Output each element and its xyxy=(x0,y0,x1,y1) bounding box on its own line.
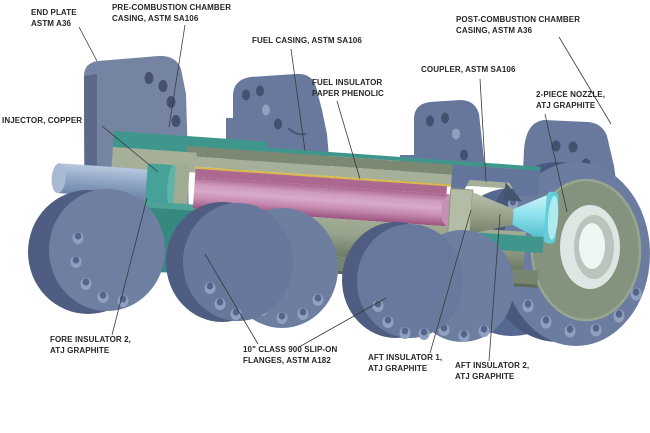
callout-text: 2-PIECE NOZZLE, xyxy=(536,90,606,99)
callout-text: AFT INSULATOR 1, xyxy=(368,353,443,362)
callout-text: FLANGES, ASTM A182 xyxy=(243,355,331,365)
leader-injector xyxy=(101,125,159,173)
liner-yellow-3d xyxy=(195,166,452,187)
callout-slip-on-flanges: 10" CLASS 900 SLIP-ON FLANGES, ASTM A182 xyxy=(243,345,337,366)
callout-text: 10" CLASS 900 SLIP-ON xyxy=(243,345,338,354)
callout-text: POST-COMBUSTION CHAMBER xyxy=(456,15,581,24)
callout-text: ATJ GRAPHITE xyxy=(368,363,428,373)
flange-disc xyxy=(183,203,293,321)
callout-fore-insulator-2: FORE INSULATOR 2, ATJ GRAPHITE xyxy=(50,335,131,356)
leader-fore-insulator xyxy=(111,197,148,336)
callout-text: AFT INSULATOR 2, xyxy=(455,361,530,370)
callout-coupler: COUPLER, ASTM SA106 xyxy=(421,65,516,76)
bolt-holes xyxy=(372,300,430,340)
callout-text: PRE-COMBUSTION CHAMBER xyxy=(112,3,232,12)
aft-insulator-1-3d xyxy=(447,188,474,235)
leader-flanges-left xyxy=(204,253,259,345)
callout-text: ASTM A36 xyxy=(31,18,72,28)
callout-end-plate: END PLATE ASTM A36 xyxy=(31,8,77,29)
fore-cut-face xyxy=(111,146,197,173)
flange-disc xyxy=(357,224,463,338)
fuel-insulator-3d xyxy=(192,176,451,227)
leader-aft-insulator-2 xyxy=(488,213,501,362)
fore-insulator-3d xyxy=(144,163,174,208)
aft-insulator-2-3d xyxy=(469,192,514,234)
leader-end-plate xyxy=(78,26,98,62)
leader-coupler xyxy=(479,78,487,183)
casing-cut-face xyxy=(185,156,540,191)
callout-text: FUEL INSULATOR xyxy=(312,78,383,87)
callout-text: ATJ GRAPHITE xyxy=(536,100,596,110)
fuel-insulator-cut-face xyxy=(195,168,448,195)
leader-pre-combustion xyxy=(168,24,186,128)
leader-aft-insulator-1 xyxy=(429,209,472,354)
callout-two-piece-nozzle: 2-PIECE NOZZLE, ATJ GRAPHITE xyxy=(536,90,605,111)
casing-teal-edge xyxy=(187,142,541,171)
coupler-cut-3d xyxy=(450,164,541,197)
leader-post-combustion xyxy=(558,36,612,125)
callout-text: INJECTOR, COPPER xyxy=(2,116,83,125)
callout-text: ATJ GRAPHITE xyxy=(455,371,515,381)
leader-nozzle xyxy=(544,113,568,213)
callout-aft-insulator-1: AFT INSULATOR 1, ATJ GRAPHITE xyxy=(368,353,442,374)
callout-pre-combustion-chamber-casing: PRE-COMBUSTION CHAMBER CASING, ASTM SA10… xyxy=(112,3,231,24)
callout-text: FUEL CASING, ASTM SA106 xyxy=(252,36,362,45)
callout-aft-insulator-2: AFT INSULATOR 2, ATJ GRAPHITE xyxy=(455,361,529,382)
callout-text: FORE INSULATOR 2, xyxy=(50,335,131,344)
callout-text: PAPER PHENOLIC xyxy=(312,88,384,98)
callout-text: CASING, ASTM SA106 xyxy=(112,13,199,23)
flange-disc xyxy=(49,189,165,311)
leader-fuel-insulator xyxy=(336,100,361,180)
callout-post-combustion-chamber-casing: POST-COMBUSTION CHAMBER CASING, ASTM A36 xyxy=(456,15,580,36)
injector-3d xyxy=(51,163,150,200)
callout-text: END PLATE xyxy=(31,8,77,17)
leader-lines xyxy=(78,24,612,362)
callout-text: COUPLER, ASTM SA106 xyxy=(421,65,516,74)
callout-fuel-insulator: FUEL INSULATOR PAPER PHENOLIC xyxy=(312,78,384,99)
leader-flanges-right xyxy=(298,297,387,348)
callout-injector: INJECTOR, COPPER xyxy=(2,116,82,127)
callout-fuel-casing: FUEL CASING, ASTM SA106 xyxy=(252,36,362,47)
fuel-casing-3d xyxy=(186,146,541,181)
leader-fuel-casing xyxy=(290,48,306,152)
flange-discs-front xyxy=(28,189,514,342)
callout-text: ATJ GRAPHITE xyxy=(50,345,110,355)
callout-text: CASING, ASTM A36 xyxy=(456,25,533,35)
